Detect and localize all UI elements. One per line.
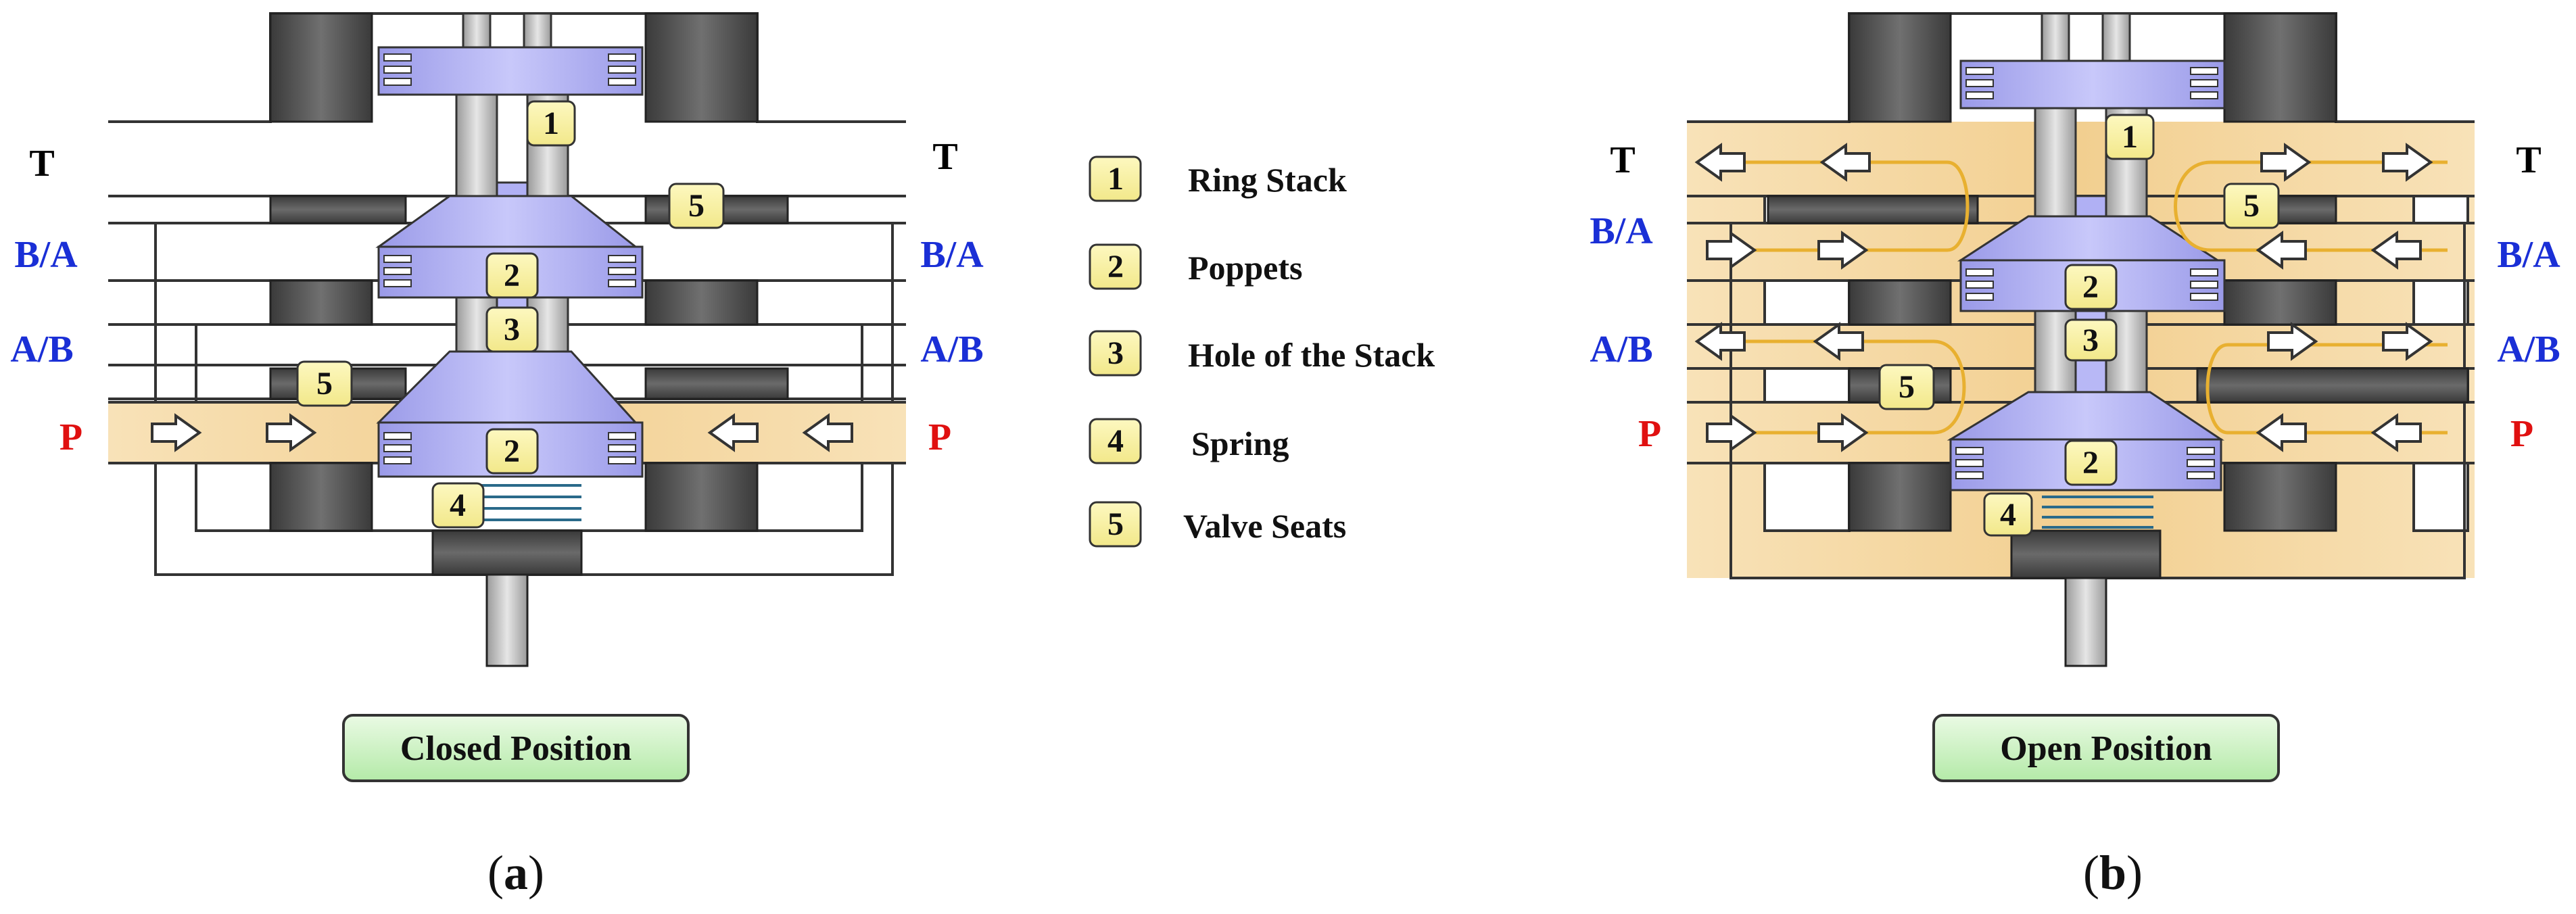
flow-paths-b: [1711, 160, 2448, 435]
badge-2-bottom-b: 2: [2064, 439, 2118, 486]
port-p-left-b: P: [1638, 413, 1661, 455]
ring-ticks-b: [1955, 67, 2218, 479]
port-ab-right-a: A/B: [920, 329, 983, 370]
svg-text:Valve Seats: Valve Seats: [1183, 507, 1346, 545]
svg-text:3: 3: [504, 312, 520, 347]
svg-text:1: 1: [1107, 161, 1124, 197]
port-t-right-a: T: [932, 136, 957, 178]
svg-text:Hole of the Stack: Hole of the Stack: [1188, 336, 1435, 374]
badge-4-a: 4: [431, 482, 485, 529]
caption-closed: Closed Position: [342, 714, 690, 782]
badge-5-top-a: 5: [668, 183, 725, 229]
panel-closed: 1 5 2 3 5 2 4 T B/A A/B P T: [10, 12, 984, 900]
svg-text:Spring: Spring: [1191, 425, 1289, 462]
spring-a: [473, 484, 581, 521]
svg-text:Open Position: Open Position: [2000, 729, 2212, 768]
svg-text:5: 5: [1107, 506, 1124, 542]
svg-text:Ring Stack: Ring Stack: [1188, 161, 1347, 199]
badge-2-top-a: 2: [485, 252, 539, 299]
port-ba-left-a: B/A: [14, 234, 78, 276]
badge-3-a: 3: [485, 306, 539, 353]
spring-b: [2042, 496, 2153, 529]
port-ba-right-a: B/A: [920, 234, 984, 276]
port-p-right-a: P: [928, 416, 951, 458]
port-t-right-b: T: [2516, 139, 2541, 181]
badge-3-b: 3: [2064, 318, 2118, 362]
legend-item-1: 1 Ring Stack: [1089, 155, 1347, 202]
svg-text:2: 2: [2082, 269, 2099, 305]
port-ab-right-b: A/B: [2497, 329, 2560, 370]
svg-text:4: 4: [450, 487, 466, 523]
port-ab-left-b: A/B: [1590, 329, 1652, 370]
caption-open: Open Position: [1932, 714, 2280, 782]
legend-item-4: 4 Spring: [1089, 418, 1289, 464]
legend-item-3: 3 Hole of the Stack: [1089, 330, 1435, 377]
svg-text:3: 3: [2082, 322, 2099, 358]
svg-text:5: 5: [688, 188, 705, 224]
badge-4-b: 4: [1983, 492, 2033, 537]
badge-2-bottom-a: 2: [485, 428, 539, 475]
svg-text:1: 1: [543, 105, 559, 141]
svg-text:5: 5: [316, 366, 333, 402]
badge-5-mid-b: 5: [1878, 364, 1935, 410]
flow-arrows-a: [151, 413, 853, 452]
svg-text:5: 5: [1899, 369, 1915, 405]
sublabel-b: (b): [2083, 846, 2143, 900]
port-p-right-b: P: [2510, 413, 2533, 455]
badge-2-top-b: 2: [2064, 264, 2118, 310]
ring-stack-a: [375, 12, 644, 478]
badge-1-b: 1: [2105, 114, 2155, 160]
port-t-left-b: T: [1610, 139, 1635, 181]
svg-text:Closed Position: Closed Position: [400, 729, 631, 768]
svg-text:4: 4: [2000, 497, 2016, 533]
port-ba-right-b: B/A: [2497, 234, 2560, 276]
svg-text:2: 2: [504, 433, 520, 469]
legend: 1 Ring Stack 2 Poppets 3 Hole of the Sta…: [1089, 155, 1435, 548]
ring-ticks-a: [383, 53, 636, 464]
port-ba-left-b: B/A: [1590, 210, 1653, 252]
svg-text:2: 2: [1107, 249, 1124, 285]
port-p-left-a: P: [59, 416, 82, 458]
svg-text:5: 5: [2243, 188, 2260, 224]
svg-text:2: 2: [504, 258, 520, 293]
legend-item-5: 5 Valve Seats: [1089, 501, 1346, 548]
badge-1-a: 1: [526, 100, 576, 147]
svg-text:4: 4: [1107, 423, 1124, 459]
svg-text:3: 3: [1107, 335, 1124, 371]
svg-text:2: 2: [2082, 445, 2099, 481]
svg-text:Poppets: Poppets: [1188, 249, 1302, 287]
sublabel-a: (a): [487, 846, 544, 900]
badge-5-top-b: 5: [2223, 183, 2280, 229]
svg-text:1: 1: [2122, 119, 2138, 155]
badge-5-mid-a: 5: [296, 360, 353, 407]
panel-open: 1 5 2 3 5 2 4 T B/A A/B P T: [1590, 12, 2560, 900]
port-ab-left-a: A/B: [10, 329, 73, 370]
port-t-left-a: T: [29, 143, 54, 185]
legend-item-2: 2 Poppets: [1089, 243, 1302, 290]
flow-arrows-b: [1694, 143, 2433, 452]
